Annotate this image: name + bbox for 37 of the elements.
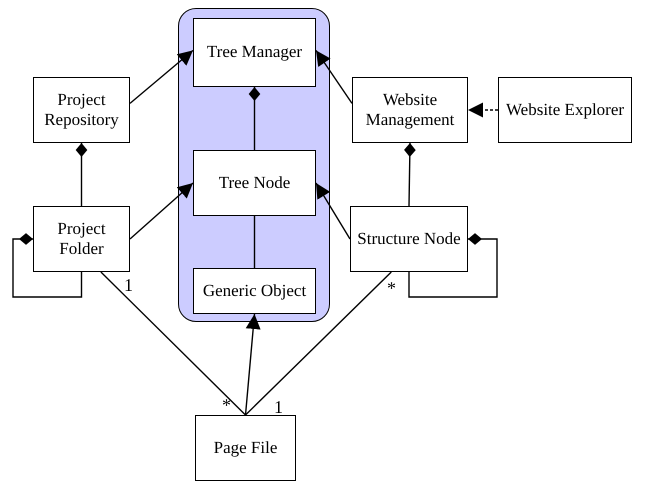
group-panel [178, 8, 330, 322]
class-name: Generic Object [202, 280, 306, 302]
composition-line [248, 87, 260, 150]
class-name: Structure Node [357, 228, 461, 250]
connector-line [245, 272, 392, 416]
composition-line [76, 143, 88, 206]
class-name: Page File [214, 438, 278, 458]
arrow [130, 182, 194, 240]
multiplicity-label: 1 [124, 276, 133, 294]
class-box [195, 415, 296, 481]
arrow [315, 50, 353, 104]
class-name: Project Repository [43, 90, 120, 130]
class-box [33, 77, 130, 143]
class-box [193, 18, 316, 87]
arrow [315, 182, 351, 240]
multiplicity-label: * [387, 279, 396, 297]
arrow [468, 102, 498, 118]
class-name: Tree Manager [206, 42, 302, 63]
class-box [193, 150, 316, 216]
multiplicity-label: * [222, 396, 231, 414]
arrow [130, 50, 194, 104]
class-name: Website Explorer [506, 100, 624, 120]
class-name: Tree Node [218, 172, 290, 194]
class-box [350, 206, 468, 272]
composition-line [408, 233, 498, 298]
multiplicity-label: 1 [274, 398, 283, 416]
connector-line [254, 216, 256, 268]
composition-line [12, 233, 82, 298]
class-box [193, 268, 316, 314]
composition-line [404, 142, 416, 206]
class-name: Project Folder [56, 218, 107, 260]
connector-line [100, 272, 246, 416]
arrow [244, 314, 261, 416]
class-box [352, 77, 468, 143]
class-box [498, 77, 632, 143]
class-name: Website Management [364, 90, 456, 130]
class-box [33, 206, 130, 272]
